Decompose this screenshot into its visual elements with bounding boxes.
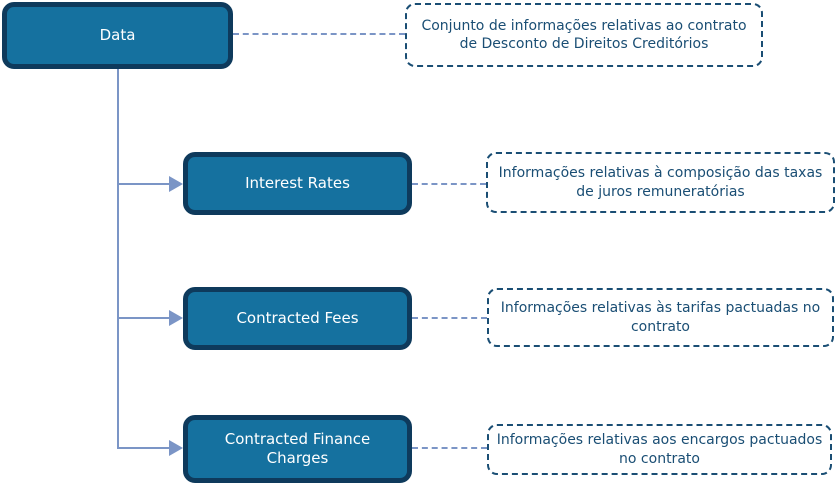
arrowhead-icon — [169, 310, 183, 326]
dashed-connector-contracted-finance-charges — [412, 447, 487, 449]
node-interest-rates-label: Interest Rates — [245, 174, 350, 193]
tree-vertical-connector — [117, 69, 119, 448]
arrowhead-icon — [169, 440, 183, 456]
description-interest-rates-text: Informações relativas à composição das t… — [498, 165, 823, 200]
node-contracted-fees-label: Contracted Fees — [236, 309, 359, 328]
node-data: Data — [2, 2, 233, 69]
dashed-connector-interest-rates — [412, 183, 486, 185]
branch-line-contracted-finance-charges — [117, 447, 170, 449]
branch-line-contracted-fees — [117, 317, 170, 319]
dashed-connector-contracted-fees — [412, 317, 487, 319]
description-contracted-fees: Informações relativas às tarifas pactuad… — [487, 288, 834, 347]
node-contracted-fees: Contracted Fees — [183, 287, 412, 350]
description-contracted-fees-text: Informações relativas às tarifas pactuad… — [500, 300, 821, 335]
node-data-label: Data — [99, 26, 136, 45]
description-data-text: Conjunto de informações relativas ao con… — [421, 17, 747, 52]
description-interest-rates: Informações relativas à composição das t… — [486, 152, 835, 213]
node-contracted-finance-charges: Contracted Finance Charges — [183, 415, 412, 483]
dashed-connector-data — [233, 33, 405, 35]
description-data: Conjunto de informações relativas ao con… — [405, 3, 763, 67]
description-contracted-finance-charges-text: Informações relativas aos encargos pactu… — [496, 432, 823, 467]
node-interest-rates: Interest Rates — [183, 152, 412, 215]
branch-line-interest-rates — [117, 183, 170, 185]
node-contracted-finance-charges-label: Contracted Finance Charges — [224, 430, 371, 467]
arrowhead-icon — [169, 176, 183, 192]
description-contracted-finance-charges: Informações relativas aos encargos pactu… — [487, 424, 832, 475]
